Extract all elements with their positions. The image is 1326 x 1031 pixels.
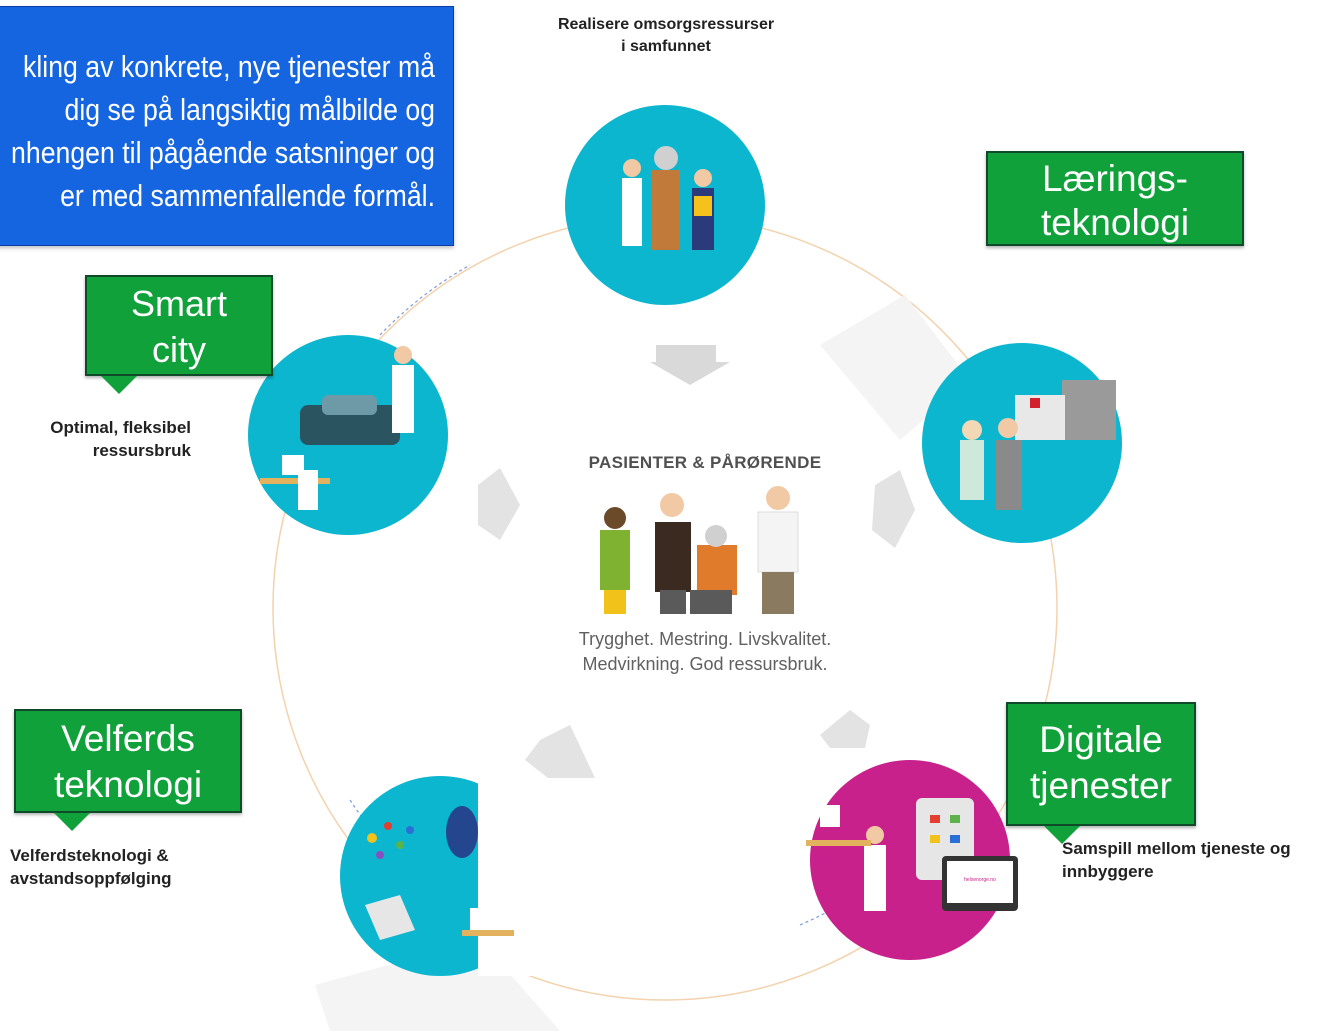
callout-line: city	[152, 329, 206, 370]
laerings-callout: Lærings- teknologi	[986, 151, 1244, 246]
arrow-left	[872, 470, 915, 548]
callout-tail	[54, 813, 90, 831]
right-circle-illustration	[922, 343, 1122, 543]
caption-line: avstandsoppfølging	[10, 869, 172, 888]
center-values-line: Trygghet. Mestring. Livskvalitet.	[578, 629, 832, 649]
callout-line: tjenester	[1030, 765, 1172, 806]
note-box: kling av konkrete, nye tjenester må dig …	[0, 6, 454, 246]
callout-line: Smart	[130, 283, 227, 324]
arrow-up-right	[525, 725, 595, 778]
ring-dotted-segment	[379, 264, 471, 336]
callout-line: Digitale	[1039, 719, 1163, 760]
digitale-callout: Digitale tjenester	[1006, 702, 1196, 844]
note-line: er med sammenfallende formål.	[60, 178, 436, 213]
top-caption-line: i samfunnet	[621, 38, 711, 55]
caption-line: Samspill mellom tjeneste og	[1062, 839, 1291, 858]
caption-line: Velferdsteknologi &	[10, 846, 169, 865]
arrow-up-left	[820, 710, 870, 748]
callout-line: Velferds	[61, 718, 195, 759]
top-circle-illustration	[565, 105, 765, 305]
monitor-screen-text: helsenorge.no	[964, 877, 996, 883]
center-values-line: Medvirkning. God ressursbruk.	[582, 654, 828, 674]
center-title: PASIENTER & PÅRØRENDE	[588, 453, 822, 472]
callout-tail	[101, 376, 137, 394]
caption-left-top: Optimal, fleksibel ressursbruk	[20, 416, 191, 462]
note-line: nhengen til pågående satsninger og	[11, 135, 435, 170]
bottom-right-circle-illustration	[806, 760, 1018, 960]
caption-line: Optimal, fleksibel	[50, 418, 191, 437]
center-people-illustration	[600, 486, 799, 614]
top-caption-line: Realisere omsorgsressurser	[557, 16, 775, 33]
center-values: Trygghet. Mestring. Livskvalitet. Medvir…	[510, 627, 900, 677]
caption-left-bottom: Velferdsteknologi & avstandsoppfølging	[10, 844, 210, 890]
callout-tail	[1044, 826, 1080, 844]
top-caption: Realisere omsorgsressurser i samfunnet	[505, 14, 827, 58]
callout-line: teknologi	[1040, 202, 1190, 243]
velferds-callout: Velferds teknologi	[14, 709, 242, 831]
caption-line: ressursbruk	[92, 441, 191, 460]
caption-line: innbyggere	[1062, 862, 1154, 881]
smart-city-callout: Smart city	[85, 275, 273, 394]
caption-right-bottom: Samspill mellom tjeneste og innbyggere	[1062, 837, 1326, 883]
bottom-left-circle-illustration	[340, 776, 548, 976]
arrow-down	[650, 345, 730, 385]
arrow-right	[478, 468, 520, 540]
left-circle-illustration	[248, 335, 448, 535]
note-text: kling av konkrete, nye tjenester må dig …	[0, 45, 435, 217]
callout-line: Lærings-	[1042, 158, 1188, 199]
note-line: kling av konkrete, nye tjenester må	[23, 49, 436, 84]
note-line: dig se på langsiktig målbilde og	[64, 92, 436, 127]
callout-line: teknologi	[53, 764, 203, 805]
